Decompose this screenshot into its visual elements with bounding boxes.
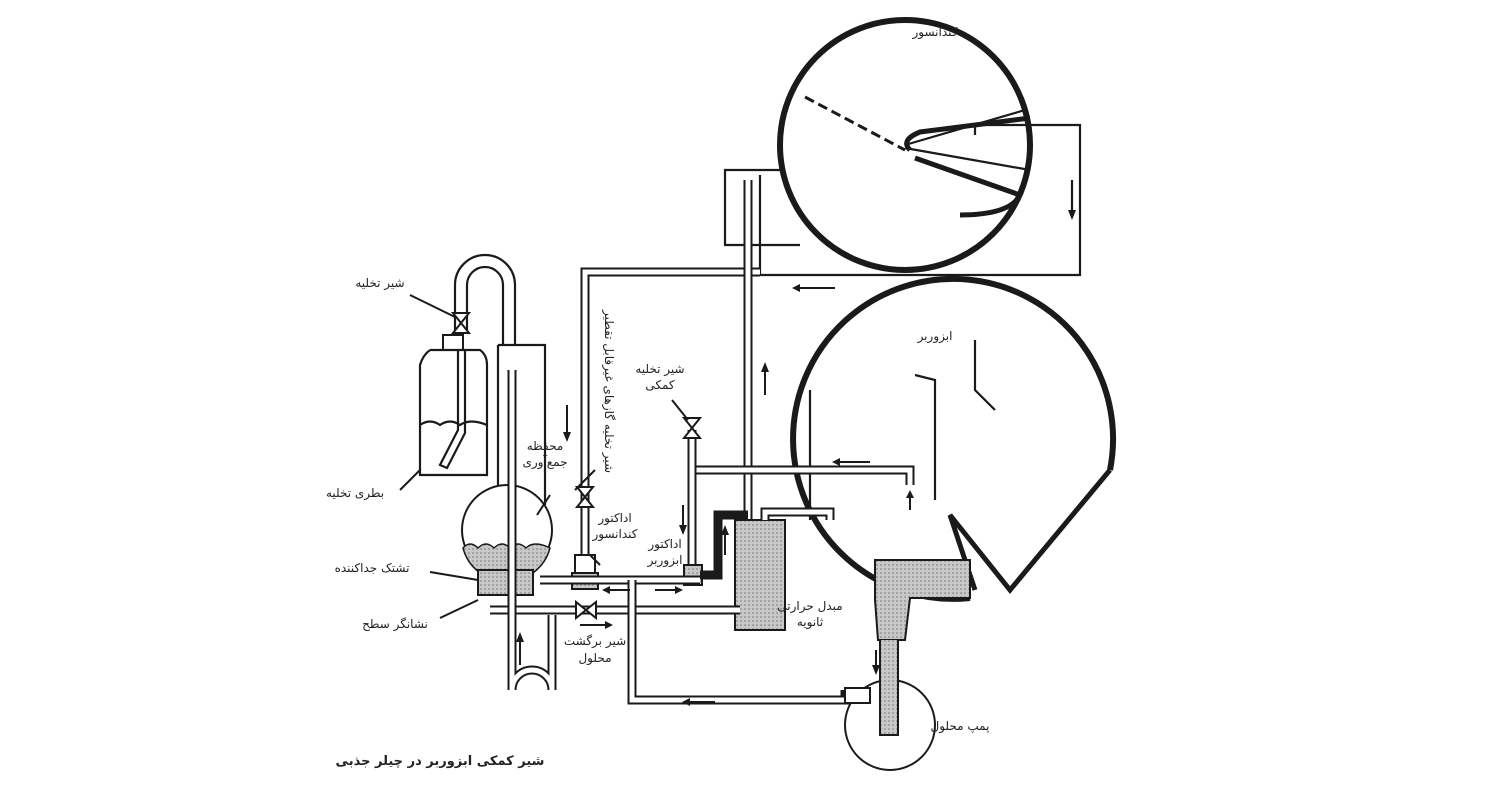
secondary-hx-label-2: ثانویه — [797, 615, 823, 630]
condenser-eductor-label-2: کندانسور — [591, 527, 637, 542]
aux-drain-valve[interactable] — [681, 417, 703, 439]
solution-pump: پمپ محلول — [844, 640, 990, 771]
aux-drain-valve-label: شیر تخلیه — [635, 362, 684, 377]
secondary-heat-exchanger: مبدل حرارتی ثانویه — [734, 507, 843, 631]
collection-chamber-label-2: جمع‌آوری — [522, 454, 567, 470]
spray-nozzles — [804, 95, 906, 152]
absorber-vessel: ابزوربر — [790, 275, 1117, 641]
figure-caption: شیر کمکی ابزوربر در چیلر جذبی — [336, 754, 545, 769]
drain-valve-label: شیر تخلیه — [355, 276, 404, 291]
secondary-hx-label: مبدل حرارتی — [777, 599, 842, 614]
drain-bottle-label: بطری تخلیه — [326, 486, 384, 501]
condenser-label: کندانسور — [911, 25, 957, 40]
noncondensable-drain-valve[interactable] — [574, 486, 596, 508]
separator-tray-label: تشتک جداکننده — [335, 561, 410, 575]
drain-valve[interactable] — [450, 312, 472, 334]
leader-lines — [399, 294, 601, 619]
absorber-eductor-label-2: ابزوربر — [647, 553, 683, 568]
solution-return-valve[interactable] — [575, 599, 597, 621]
level-indicator-label: نشانگر سطح — [362, 617, 428, 632]
absorber-eductor: اداکتور ابزوربر — [647, 510, 748, 586]
solution-pump-label: پمپ محلول — [931, 719, 990, 734]
condenser-eductor-label: اداکتور — [597, 511, 631, 526]
absorber-label: ابزوربر — [917, 329, 953, 344]
noncondensable-valve-label: شیر تخلیه گازهای غیرقابل تقطیر — [601, 309, 616, 473]
collection-chamber-label: محفظه — [527, 439, 564, 453]
condenser-vessel: کندانسور — [723, 17, 1082, 277]
aux-drain-valve-label-2: کمکی — [645, 378, 675, 392]
return-valve-label-2: محلول — [578, 651, 611, 666]
purge-collection-unit — [418, 253, 571, 691]
absorber-eductor-label: اداکتور — [647, 537, 681, 552]
return-valve-label: شیر برگشت — [564, 634, 626, 649]
